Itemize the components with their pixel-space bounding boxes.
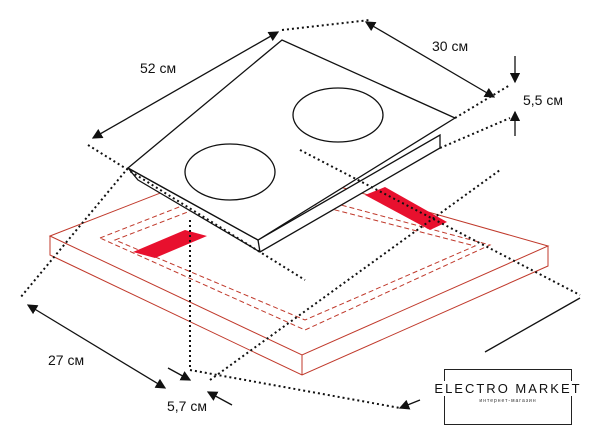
electro-market-logo: ELECTRO MARKET интернет-магазин (425, 369, 591, 425)
logo-title: ELECTRO MARKET (425, 381, 591, 396)
burner (292, 87, 384, 143)
cutout-label: 27 см (48, 352, 85, 368)
depth-label: 30 см (432, 38, 469, 54)
burner (184, 143, 276, 201)
logo-subtitle: интернет-магазин (479, 398, 537, 404)
support-pad (133, 230, 207, 258)
width-label: 52 см (140, 60, 177, 76)
support-pads (133, 187, 447, 258)
guide-lines (19, 19, 581, 409)
height-label: 5,5 см (523, 92, 563, 108)
support-pad (365, 187, 447, 230)
dimension-lines (26, 21, 581, 410)
offset-label: 5,7 см (167, 398, 207, 414)
